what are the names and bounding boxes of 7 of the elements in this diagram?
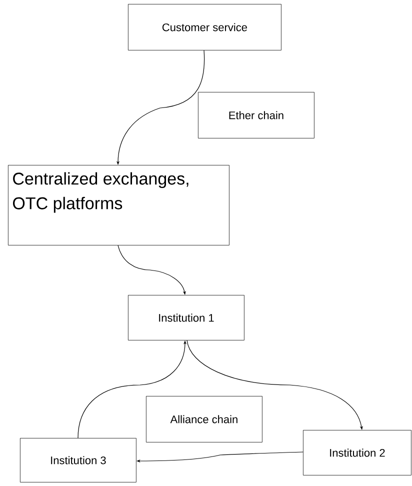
process-box: Ether chain: [198, 92, 314, 138]
process-box: Institution 3: [20, 438, 136, 482]
process-box: Alliance chain: [146, 396, 262, 442]
process-box: Institution 2: [303, 430, 412, 476]
process-box: Institution 1: [128, 295, 244, 340]
process-box: Customer service: [128, 4, 282, 50]
process-box: Centralized exchanges, OTC platforms: [8, 165, 230, 246]
